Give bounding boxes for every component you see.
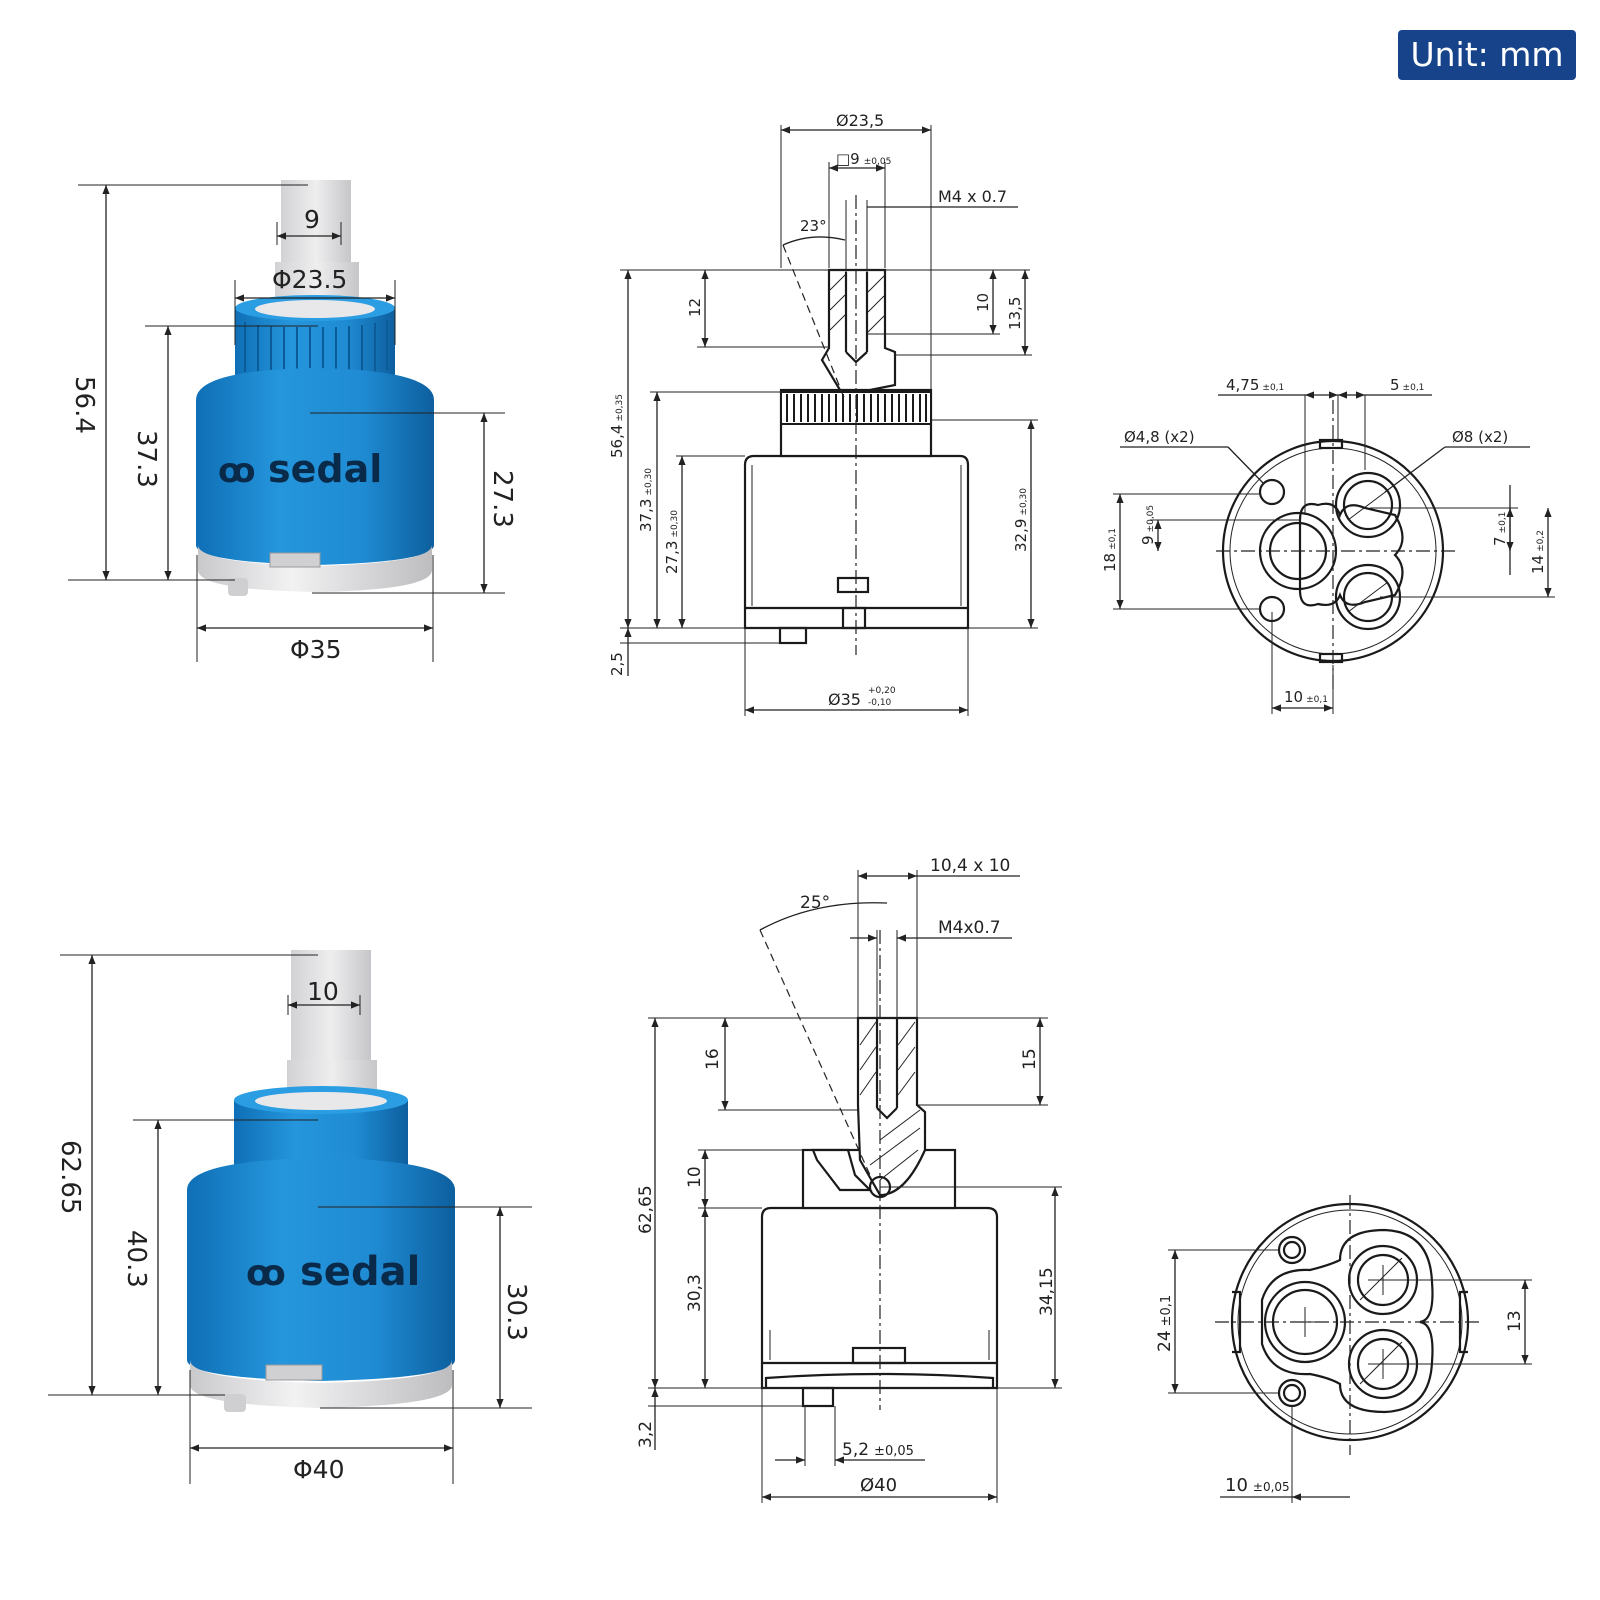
sv40-pin: 3,2 bbox=[636, 1421, 656, 1448]
cartridge-35-side-view: Ø23,5 □9±0,05 M4 x 0.7 23° 12 10 13,5 56… bbox=[608, 111, 1038, 716]
stem bbox=[291, 950, 371, 1065]
photo40-stem: 10 bbox=[307, 977, 339, 1006]
photo35-top-diameter: Φ23.5 bbox=[272, 265, 347, 294]
photo35-body-height: 37.3 bbox=[131, 430, 161, 488]
bv35-d10: 10±0,1 bbox=[1284, 688, 1328, 706]
sv35-d10: 10 bbox=[974, 293, 992, 312]
body bbox=[196, 368, 434, 565]
unit-badge: Unit: mm bbox=[1398, 30, 1576, 80]
sv40-thread: M4x0.7 bbox=[938, 918, 1001, 938]
sv40-pin-w: 5,2±0,05 bbox=[842, 1440, 914, 1460]
brand-logo: ꝏ sedal bbox=[218, 447, 382, 491]
sv40-d10: 10 bbox=[685, 1166, 705, 1188]
bv35-d18: 18±0,1 bbox=[1101, 528, 1119, 572]
sv40-d15: 15 bbox=[1020, 1048, 1040, 1070]
sv35-d13-5: 13,5 bbox=[1006, 297, 1024, 330]
cartridge-35-photo: ꝏ sedal 56.4 37.3 27.3 Φ35 Φ23.5 9 bbox=[68, 180, 517, 664]
sv35-dia-tol-up: +0,20 bbox=[868, 686, 896, 696]
sv40-stem-size: 10,4 x 10 bbox=[930, 856, 1010, 876]
bv35-d14: 14±0,2 bbox=[1529, 530, 1547, 574]
brand-logo: ꝏ sedal bbox=[246, 1249, 420, 1295]
bv35-hole-small: Ø4,8 (x2) bbox=[1124, 428, 1195, 446]
base-ring bbox=[190, 1360, 452, 1408]
sv35-square: □9±0,05 bbox=[836, 150, 891, 168]
sv35-thread: M4 x 0.7 bbox=[938, 187, 1007, 206]
cartridge-40-photo: ꝏ sedal 62.65 40.3 30.3 Φ40 10 bbox=[48, 950, 532, 1484]
base-ring bbox=[198, 545, 432, 592]
bv35-d5: 5±0,1 bbox=[1390, 376, 1424, 394]
sv35-top-dia: Ø23,5 bbox=[836, 111, 884, 130]
photo40-total-height: 62.65 bbox=[55, 1140, 85, 1214]
bv40-d10: 10±0,05 bbox=[1225, 1475, 1290, 1496]
sv35-right: 32,9±0,30 bbox=[1012, 488, 1030, 552]
sv40-total: 62,65 bbox=[636, 1185, 656, 1234]
cartridge-35-bottom-view: 4,75±0,1 5±0,1 Ø4,8 (x2) Ø8 (x2) 18±0,1 … bbox=[1101, 376, 1555, 714]
photo35-cup-height: 27.3 bbox=[487, 470, 517, 528]
logo-wordmark: sedal bbox=[268, 447, 382, 491]
photo35-total-height: 56.4 bbox=[69, 376, 99, 434]
photo40-diameter: Φ40 bbox=[293, 1455, 345, 1484]
sv35-body: 37,3±0,30 bbox=[637, 468, 655, 532]
bv35-hole-big: Ø8 (x2) bbox=[1452, 428, 1508, 446]
sv35-angle: 23° bbox=[800, 217, 827, 235]
photo40-body-height: 40.3 bbox=[121, 1230, 151, 1288]
body bbox=[187, 1158, 455, 1381]
sv35-dia-tol-down: -0,10 bbox=[868, 698, 892, 708]
sv40-d16: 16 bbox=[703, 1048, 723, 1070]
logo-symbol: ꝏ bbox=[246, 1253, 286, 1294]
cartridge-40-bottom-view: 24±0,1 13 10±0,05 bbox=[1155, 1195, 1532, 1503]
sv40-body: 30,3 bbox=[685, 1274, 705, 1312]
sv40-angle: 25° bbox=[800, 893, 830, 913]
sv40-dia: Ø40 bbox=[860, 1475, 897, 1496]
sv35-d12: 12 bbox=[686, 298, 704, 317]
sv40-right: 34,15 bbox=[1037, 1267, 1057, 1316]
sv35-cup: 27,3±0,30 bbox=[663, 510, 681, 574]
stem bbox=[281, 180, 351, 265]
logo-wordmark: sedal bbox=[300, 1249, 420, 1295]
knurl bbox=[786, 394, 927, 422]
bv35-d9: 9±0,05 bbox=[1139, 505, 1157, 545]
cartridge-40-side-view: 10,4 x 10 25° M4x0.7 16 15 10 62,65 30,3… bbox=[636, 856, 1062, 1503]
sv35-pin: 2,5 bbox=[608, 652, 626, 676]
bv35-d475: 4,75±0,1 bbox=[1226, 376, 1284, 394]
sv35-dia: Ø35 bbox=[828, 690, 861, 709]
sv35-total: 56,4±0,35 bbox=[608, 394, 626, 458]
bv40-d24: 24±0,1 bbox=[1155, 1295, 1175, 1352]
photo40-cup-height: 30.3 bbox=[501, 1283, 531, 1341]
bv40-d13: 13 bbox=[1505, 1310, 1525, 1332]
bv35-d7: 7±0,1 bbox=[1491, 512, 1509, 546]
photo35-diameter: Φ35 bbox=[290, 635, 342, 664]
logo-symbol: ꝏ bbox=[218, 451, 256, 491]
photo35-stem: 9 bbox=[304, 205, 320, 234]
